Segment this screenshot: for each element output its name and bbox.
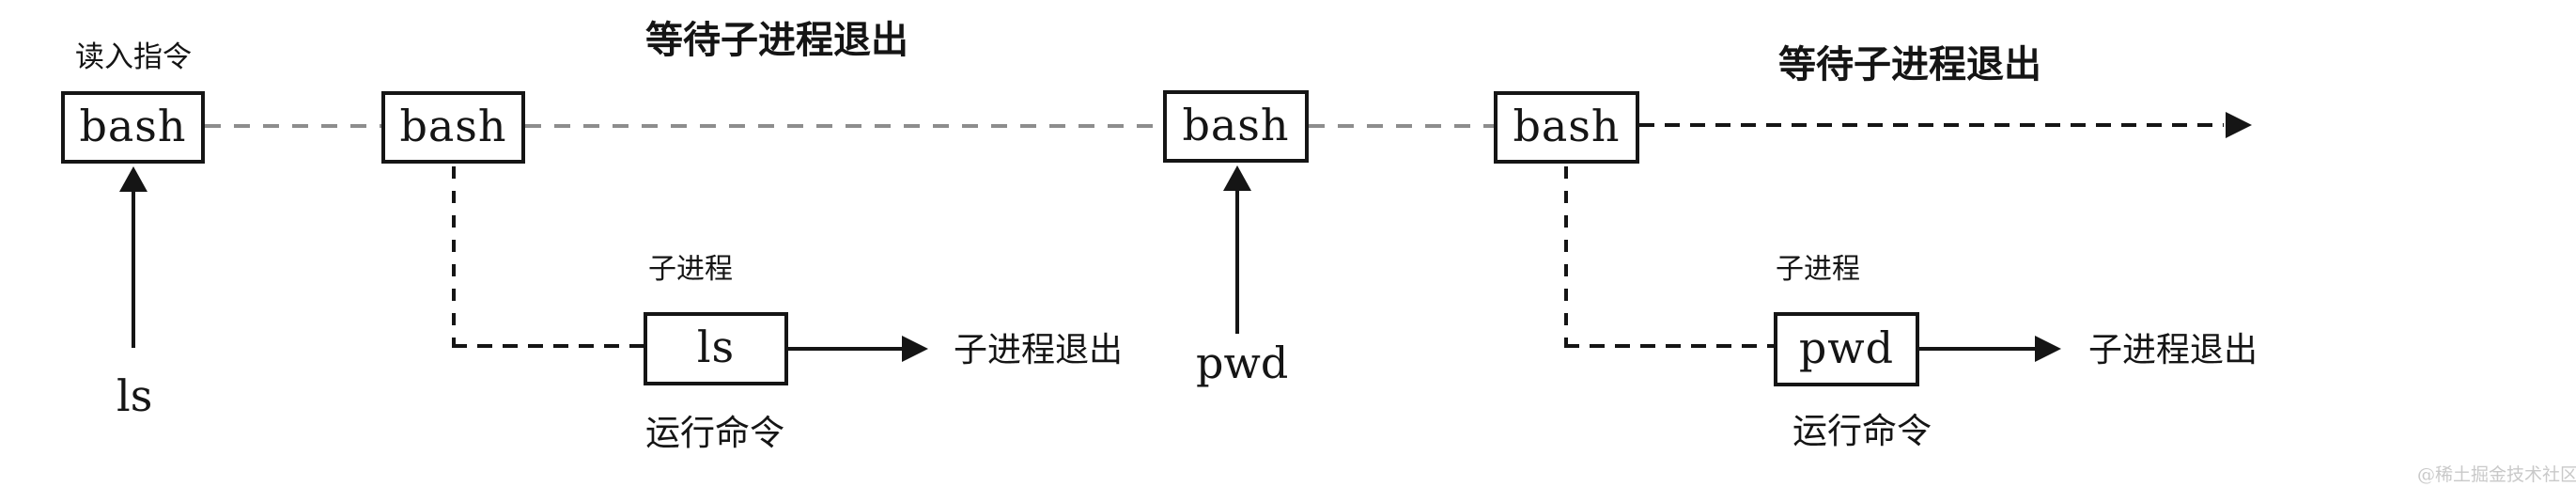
pwd-input-arrowhead-icon — [1223, 165, 1251, 191]
timeline-dash-gray-2 — [525, 124, 1163, 128]
label-child-process-1: 子进程 — [648, 253, 733, 286]
label-run-command-1: 运行命令 — [645, 413, 784, 453]
bash-box-4: bash — [1494, 91, 1639, 164]
label-wait-child-exit-2: 等待子进程退出 — [1778, 42, 2041, 86]
bash-box-2: bash — [381, 91, 525, 164]
timeline-arrowhead-icon — [2226, 112, 2252, 138]
fork-dash-horizontal-1 — [452, 344, 644, 348]
label-input-ls: ls — [116, 370, 153, 421]
pwd-input-arrow-line — [1235, 189, 1239, 334]
fork-dash-horizontal-2 — [1564, 344, 1774, 348]
pwd-child-box: pwd — [1774, 312, 1919, 386]
ls-input-arrowhead-icon — [119, 166, 147, 192]
label-run-command-2: 运行命令 — [1792, 411, 1932, 451]
label-child-process-2: 子进程 — [1776, 253, 1860, 286]
child-exit-arrow-line-2 — [1919, 347, 2038, 351]
watermark: @稀土掘金技术社区 — [2417, 464, 2576, 485]
ls-input-arrow-line — [132, 190, 135, 348]
pwd-child-box-label: pwd — [1798, 322, 1895, 373]
bash-box-4-label: bash — [1513, 100, 1621, 151]
child-exit-arrowhead-1-icon — [902, 336, 928, 362]
fork-dash-vertical-2 — [1564, 166, 1568, 347]
bash-box-1-label: bash — [79, 100, 187, 151]
bash-box-3-label: bash — [1182, 99, 1290, 150]
timeline-dash-black — [1639, 123, 2224, 127]
timeline-dash-gray-3 — [1309, 124, 1494, 128]
timeline-dash-gray-1 — [205, 124, 381, 128]
label-child-exit-2: 子进程退出 — [2088, 331, 2258, 369]
bash-box-3: bash — [1163, 90, 1309, 163]
label-wait-child-exit-1: 等待子进程退出 — [645, 18, 908, 62]
label-read-instruction: 读入指令 — [75, 40, 192, 74]
child-exit-arrow-line-1 — [788, 347, 905, 351]
ls-child-box-label: ls — [696, 322, 736, 372]
label-child-exit-1: 子进程退出 — [954, 331, 1124, 369]
label-input-pwd: pwd — [1196, 338, 1289, 388]
ls-child-box: ls — [644, 312, 788, 385]
child-exit-arrowhead-2-icon — [2035, 336, 2061, 362]
bash-box-1: bash — [61, 91, 205, 164]
bash-box-2-label: bash — [399, 100, 507, 151]
fork-dash-vertical-1 — [452, 166, 456, 347]
